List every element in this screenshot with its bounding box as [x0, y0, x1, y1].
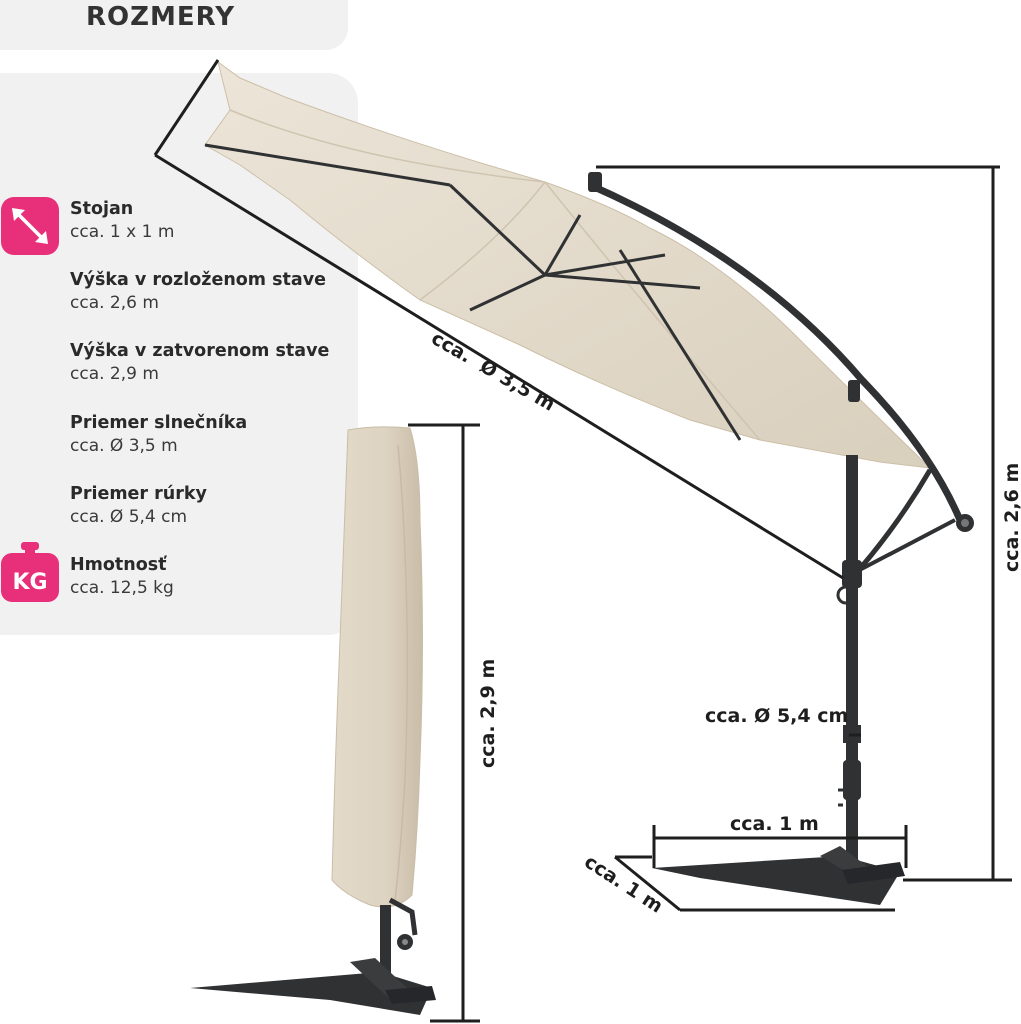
spec-value: cca. 1 x 1 m — [70, 222, 175, 242]
base-width-label: cca. 1 m — [730, 813, 819, 835]
pole-diameter-label: cca. Ø 5,4 cm — [705, 705, 848, 727]
spec-closed-height: Výška v zatvorenom stave cca. 2,9 m — [70, 340, 329, 386]
spec-value: cca. 2,6 m — [70, 293, 159, 313]
open-height-label: cca. 2,6 m — [1001, 463, 1021, 572]
spec-label: Priemer slnečníka — [70, 413, 248, 433]
spec-value: cca. 2,9 m — [70, 364, 159, 384]
weight-icon-label: KG — [12, 570, 47, 595]
page-title: ROZMERY — [86, 2, 236, 32]
weight-kg-icon: KG — [1, 542, 59, 602]
canopy-diameter-label: Ø 3,5 m — [476, 355, 559, 415]
closed-umbrella — [190, 426, 436, 1015]
diagonal-arrow-icon — [1, 197, 59, 255]
title-box: ROZMERY — [0, 0, 348, 50]
spec-open-height: Výška v rozloženom stave cca. 2,6 m — [70, 269, 326, 315]
spec-label: Hmotnosť — [70, 555, 167, 575]
spec-stand: Stojan cca. 1 x 1 m — [70, 198, 174, 244]
spec-label: Priemer rúrky — [70, 484, 207, 504]
canopy-diameter-prefix: cca. — [428, 327, 476, 367]
spec-label: Výška v rozloženom stave — [70, 270, 326, 290]
spec-pole-diameter: Priemer rúrky cca. Ø 5,4 cm — [70, 483, 207, 529]
canopy — [204, 60, 932, 469]
closed-height-label: cca. 2,9 m — [477, 659, 499, 768]
spec-canopy-diameter: Priemer slnečníka cca. Ø 3,5 m — [70, 412, 247, 458]
spec-label: Výška v zatvorenom stave — [70, 341, 330, 361]
spec-label: Stojan — [70, 199, 134, 219]
open-umbrella — [204, 60, 974, 905]
spec-value: cca. 12,5 kg — [70, 578, 174, 598]
spec-value: cca. Ø 3,5 m — [70, 436, 178, 456]
spec-weight: Hmotnosť cca. 12,5 kg — [70, 554, 174, 600]
umbrella-cover — [331, 426, 423, 908]
spec-value: cca. Ø 5,4 cm — [70, 507, 188, 527]
